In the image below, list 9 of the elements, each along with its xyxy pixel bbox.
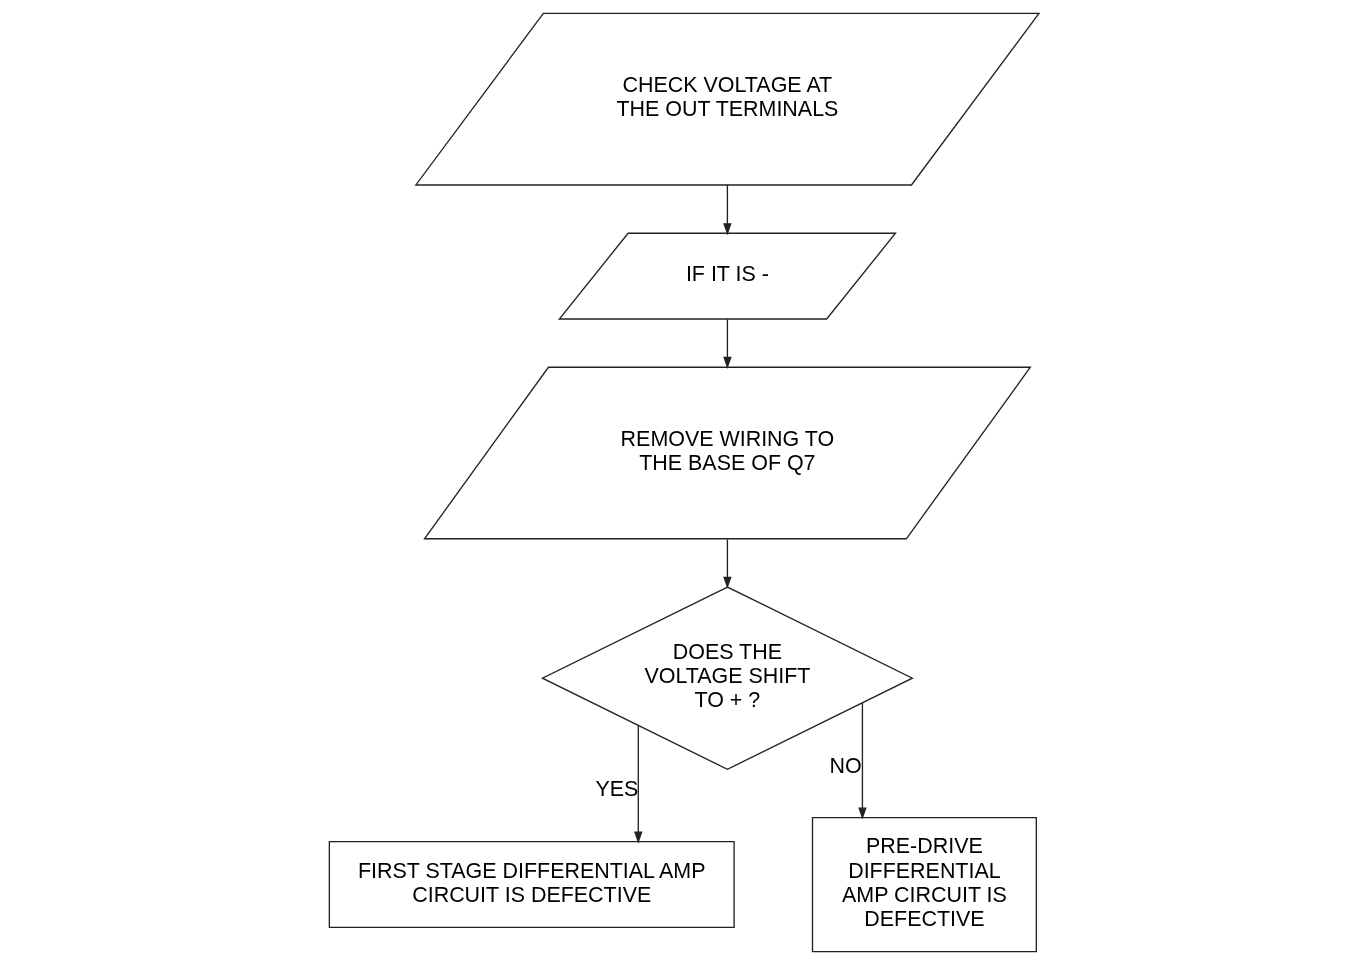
arrow [722, 538, 732, 589]
arrow [857, 702, 867, 820]
edge-label: NO [829, 753, 862, 778]
node-box: PRE-DRIVE DIFFERENTIAL AMP CIRCUIT IS DEFECTIVE [811, 816, 1037, 953]
node-box: FIRST STAGE DIFFERENTIAL AMP CIRCUIT IS DEFECTIVE [328, 841, 735, 929]
arrow [722, 318, 732, 369]
edge-label: YES [594, 777, 638, 802]
arrow [633, 724, 642, 844]
arrow [722, 184, 732, 236]
